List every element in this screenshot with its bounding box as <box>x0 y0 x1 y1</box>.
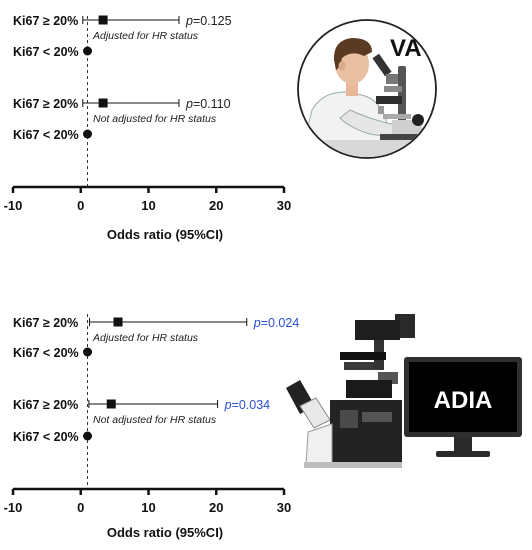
x-tick-label: 0 <box>77 198 84 213</box>
x-tick-label: 20 <box>209 198 223 213</box>
adjustment-note: Adjusted for HR status <box>92 332 199 344</box>
x-axis-label: Odds ratio (95%CI) <box>107 227 223 242</box>
row-label: Ki67 ≥ 20% <box>13 316 78 330</box>
reference-marker <box>83 431 93 441</box>
reference-marker <box>83 347 93 357</box>
row-label: Ki67 ≥ 20% <box>13 97 78 111</box>
p-value: p=0.110 <box>185 97 231 111</box>
x-tick-label: 30 <box>277 198 291 213</box>
x-tick-label: 10 <box>141 500 155 515</box>
row-label: Ki67 ≥ 20% <box>13 398 78 412</box>
row-label: Ki67 < 20% <box>13 45 79 59</box>
x-tick-label: 20 <box>209 500 223 515</box>
p-value: p=0.034 <box>224 398 271 412</box>
va-label: VA <box>390 35 422 62</box>
odds-ratio-marker <box>98 15 108 25</box>
adjustment-note: Not adjusted for HR status <box>93 414 217 426</box>
row-label: Ki67 < 20% <box>13 430 79 444</box>
odds-ratio-marker <box>98 98 108 108</box>
adjustment-note: Not adjusted for HR status <box>93 113 217 125</box>
reference-marker <box>83 129 93 139</box>
x-axis-label: Odds ratio (95%CI) <box>107 525 223 540</box>
adjustment-note: Adjusted for HR status <box>92 30 199 42</box>
row-label: Ki67 < 20% <box>13 128 79 142</box>
x-tick-label: -10 <box>4 500 23 515</box>
scientist-microscope-icon: VA <box>297 19 437 159</box>
odds-ratio-marker <box>113 317 123 327</box>
reference-marker <box>83 46 93 56</box>
x-tick-label: 30 <box>277 500 291 515</box>
row-label: Ki67 < 20% <box>13 346 79 360</box>
adia-label: ADIA <box>434 387 493 414</box>
p-value: p=0.024 <box>253 316 300 330</box>
odds-ratio-marker <box>106 399 116 409</box>
x-tick-label: -10 <box>4 198 23 213</box>
row-label: Ki67 ≥ 20% <box>13 14 78 28</box>
p-value: p=0.125 <box>185 14 232 28</box>
x-tick-label: 10 <box>141 198 155 213</box>
digital-microscope-monitor-icon: ADIA <box>286 314 522 468</box>
x-tick-label: 0 <box>77 500 84 515</box>
